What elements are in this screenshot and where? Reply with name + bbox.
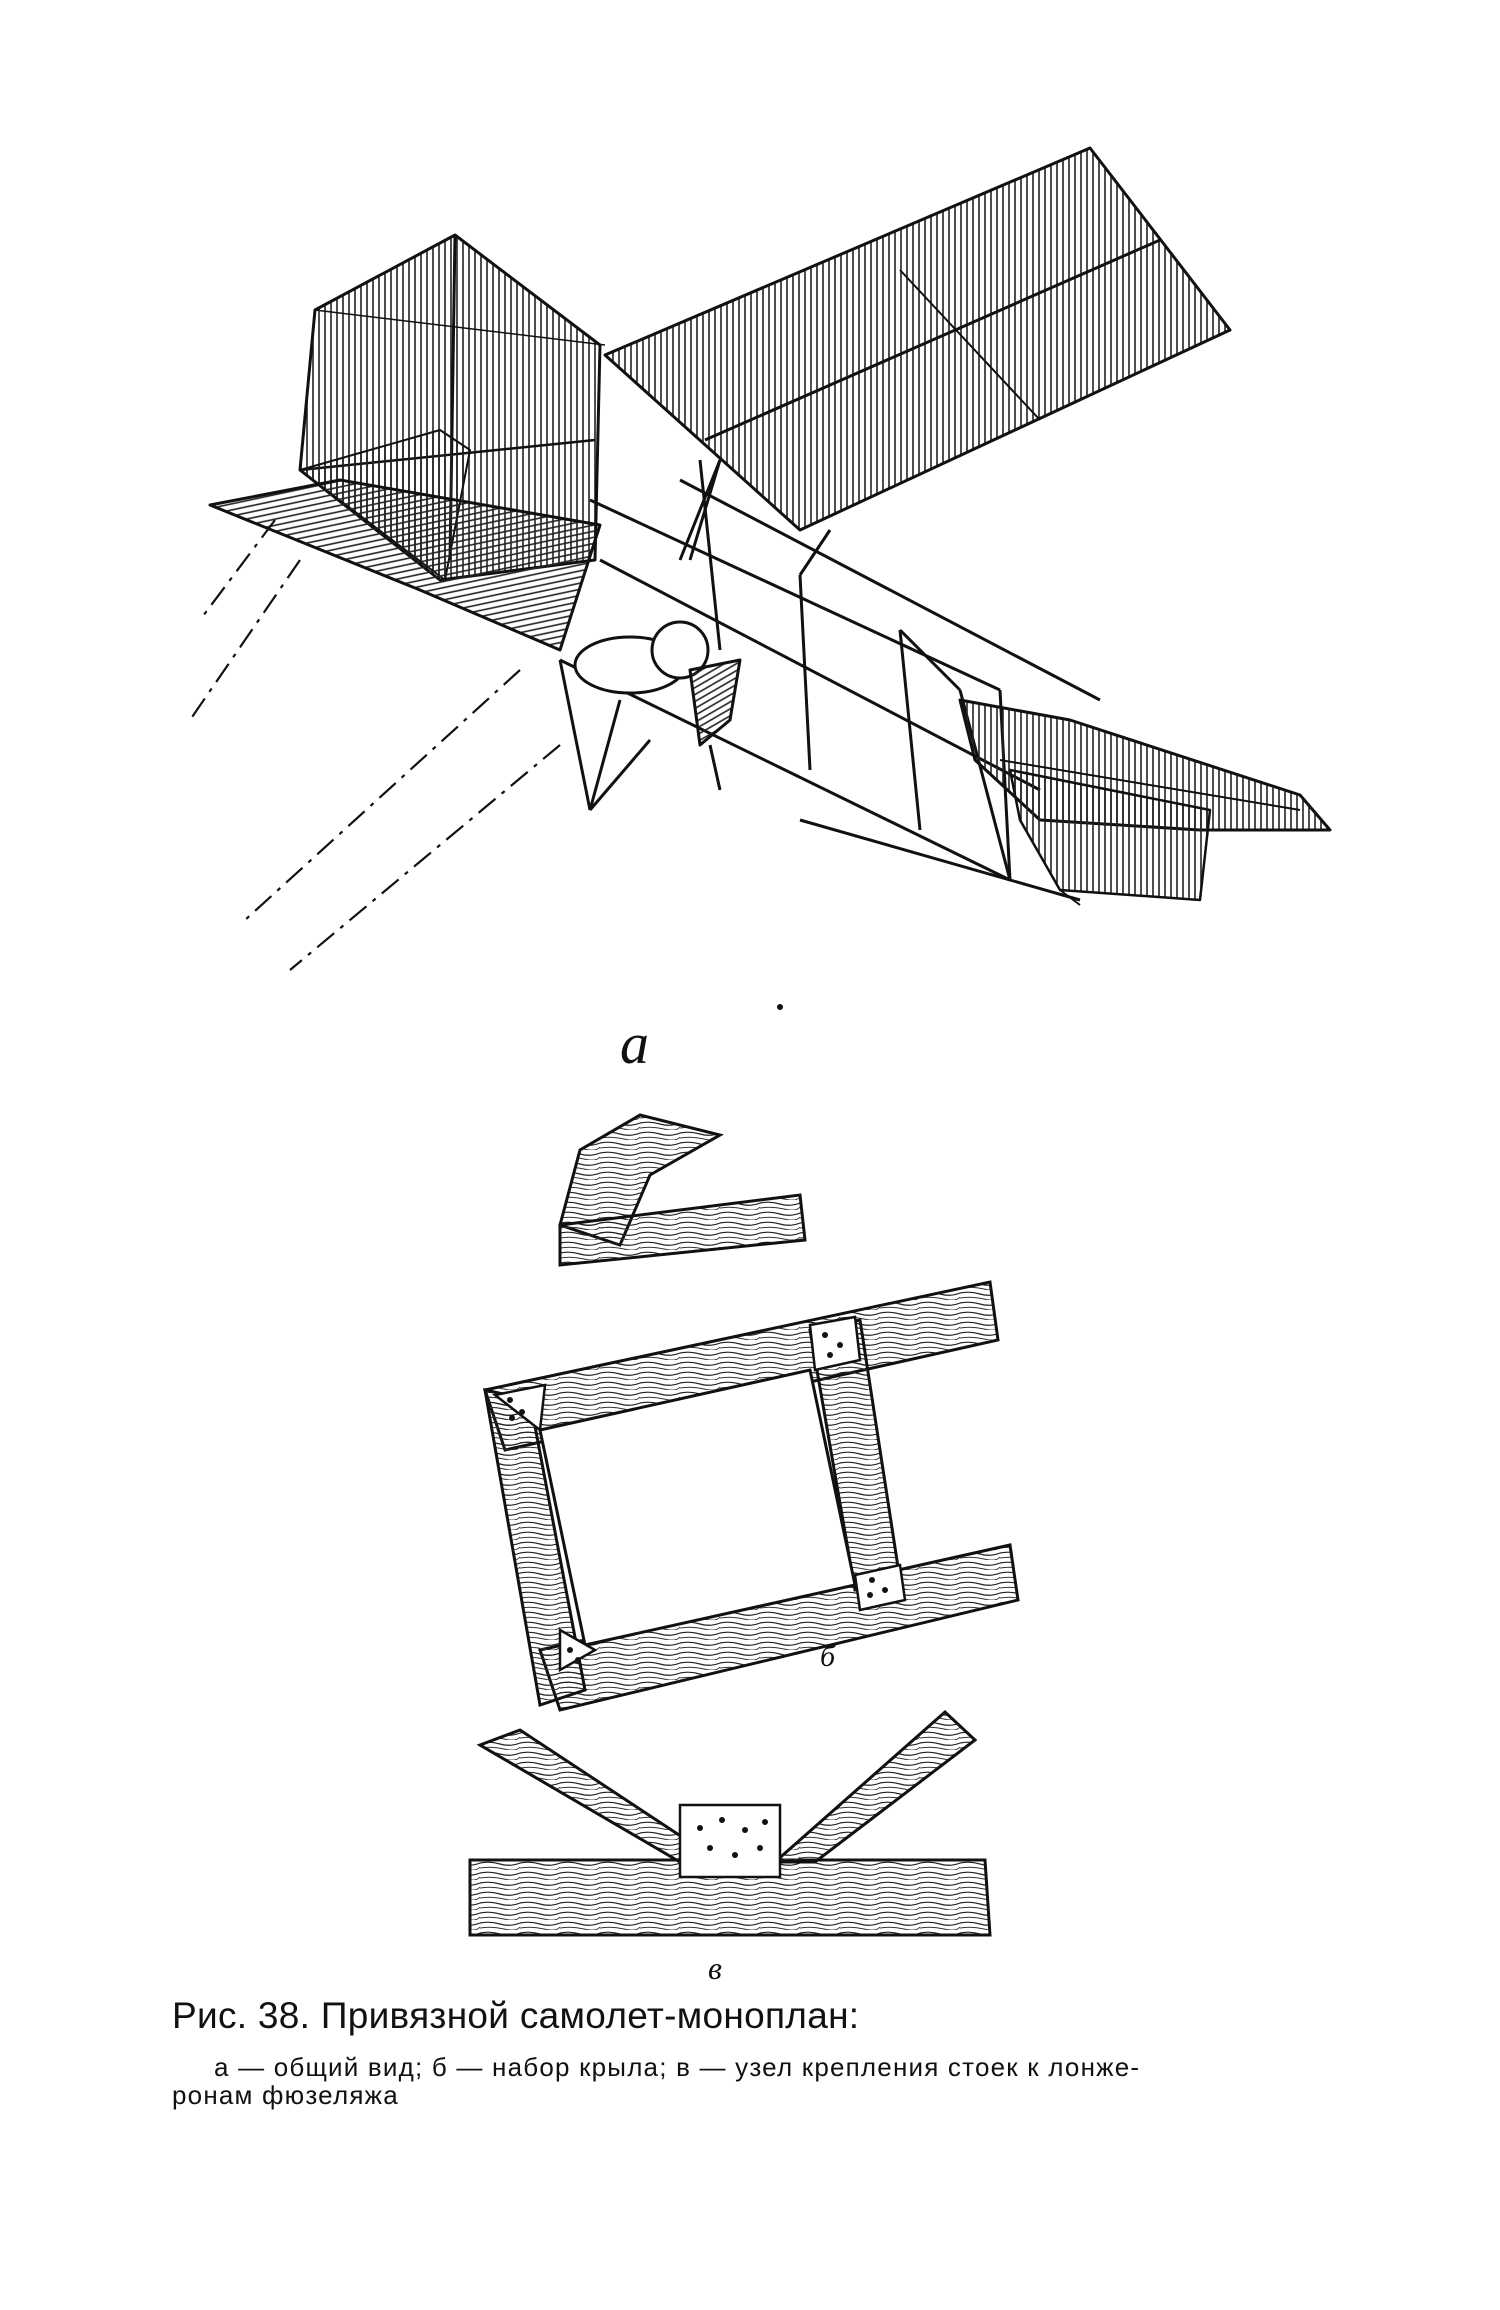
sublabel-a: а [620, 1011, 649, 1076]
figure-caption-title: Рис. 38. Привязной самолет-моноплан: [172, 1995, 860, 2036]
caption-legend-line-2: ронам фюзеляжа [172, 2080, 399, 2110]
control-lines [189, 519, 561, 971]
fuselage-truss [558, 459, 1101, 902]
joint-detail-small [558, 1113, 807, 1267]
engine-propeller [573, 620, 742, 791]
monoplane-general-view [189, 146, 1332, 1010]
main-wing [603, 146, 1232, 532]
sublabel-v: в [708, 1950, 722, 1986]
figure-38 [189, 146, 1332, 1937]
caption-legend-line-1: а — общий вид; б — набор крыла; в — узел… [214, 2052, 1141, 2082]
wing-frame-assembly [483, 1280, 1020, 1712]
strut-longeron-joint [468, 1709, 992, 1937]
sublabel-b: б [820, 1640, 836, 1673]
figure-caption-legend: а — общий вид; б — набор крыла; в — узел… [172, 2053, 1342, 2109]
